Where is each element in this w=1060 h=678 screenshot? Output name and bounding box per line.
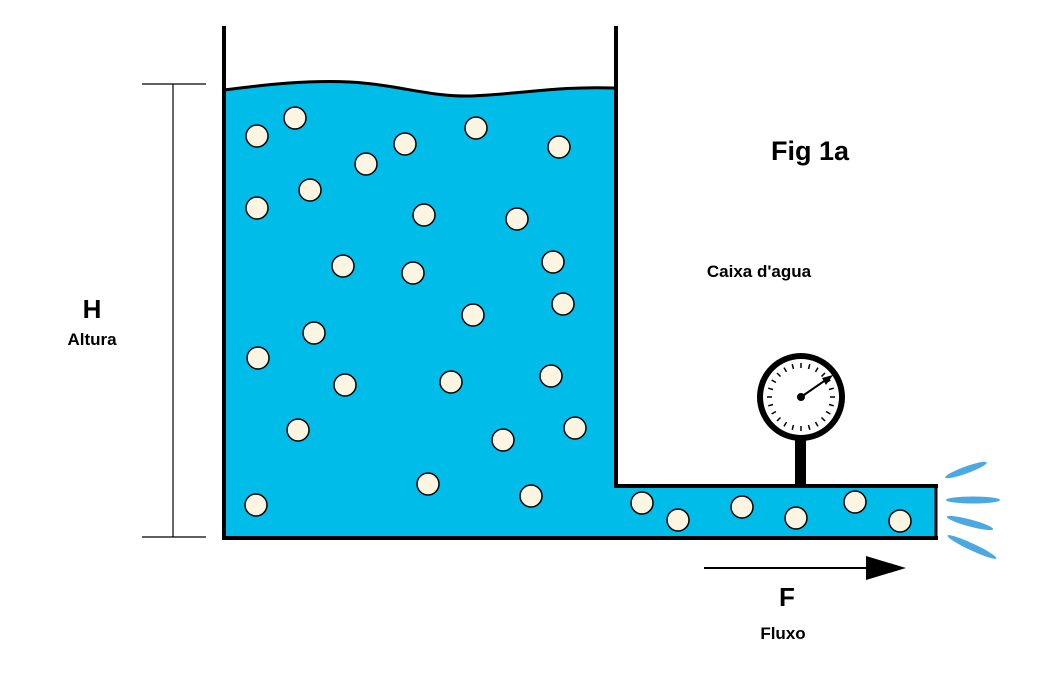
bubble: [283, 106, 307, 130]
bubble: [519, 484, 543, 508]
gauge-tick: [825, 410, 831, 415]
height-dimension: [142, 83, 206, 538]
bubble: [843, 490, 867, 514]
bubble: [630, 491, 654, 515]
flow-symbol: F: [779, 582, 795, 612]
bubble: [888, 509, 912, 533]
gauge-pivot: [797, 393, 805, 401]
spray-drop: [946, 496, 1000, 504]
bubble: [393, 132, 417, 156]
bubble: [286, 418, 310, 442]
bubble: [401, 261, 425, 285]
flow-label: Fluxo: [760, 624, 805, 643]
flow-arrow-icon: [704, 556, 906, 580]
spray-drop: [947, 535, 997, 559]
gauge-stem: [795, 436, 806, 488]
gauge-tick: [783, 367, 788, 373]
water-surface: [223, 79, 615, 98]
bubble: [298, 178, 322, 202]
gauge-needle-tip: [822, 375, 833, 385]
figure-label: Fig 1a: [771, 136, 850, 166]
bubble: [730, 495, 754, 519]
bubble: [246, 346, 270, 370]
pressure-gauge-icon: [757, 353, 845, 488]
gauge-ticks: [767, 363, 835, 431]
bubble: [331, 254, 355, 278]
gauge-tick: [807, 424, 811, 430]
bubble: [439, 370, 463, 394]
gauge-tick: [771, 379, 777, 384]
gauge-tick: [820, 372, 826, 378]
height-label-backdrop: [50, 290, 150, 354]
bubble: [416, 472, 440, 496]
gauge-tick: [807, 364, 811, 370]
gauge-tick: [776, 372, 782, 378]
gauge-tick: [814, 367, 819, 373]
bubble: [244, 493, 268, 517]
gauge-tick: [771, 410, 777, 415]
bubble: [245, 196, 269, 220]
height-label: Altura: [67, 330, 117, 349]
gauge-tick: [783, 421, 788, 427]
gauge-tick: [828, 387, 834, 391]
bubble: [563, 416, 587, 440]
gauge-tick: [768, 403, 774, 407]
bubble: [666, 508, 690, 532]
bubble: [464, 116, 488, 140]
bubble: [541, 250, 565, 274]
bubble: [302, 321, 326, 345]
bubble: [784, 506, 808, 530]
bubble: [505, 207, 529, 231]
height-symbol: H: [83, 294, 102, 324]
gauge-tick: [828, 403, 834, 407]
gauge-tick: [791, 364, 795, 370]
gauge-tick: [776, 416, 782, 422]
bubbles: [244, 106, 912, 533]
bubble: [245, 124, 269, 148]
bubble: [461, 303, 485, 327]
gauge-tick: [768, 387, 774, 391]
bubble: [412, 203, 436, 227]
bubble: [333, 373, 357, 397]
flow-arrow-head: [866, 556, 906, 580]
spray-drop: [945, 461, 987, 479]
bubble: [551, 292, 575, 316]
bubble: [547, 135, 571, 159]
gauge-tick: [820, 416, 826, 422]
tank-label: Caixa d'agua: [707, 262, 812, 281]
water-spray: [945, 461, 1000, 559]
water-body: [224, 81, 936, 539]
bubble: [539, 364, 563, 388]
spray-drop: [946, 515, 994, 531]
bubble: [354, 152, 378, 176]
bubble: [491, 428, 515, 452]
gauge-tick: [791, 424, 795, 430]
gauge-tick: [814, 421, 819, 427]
